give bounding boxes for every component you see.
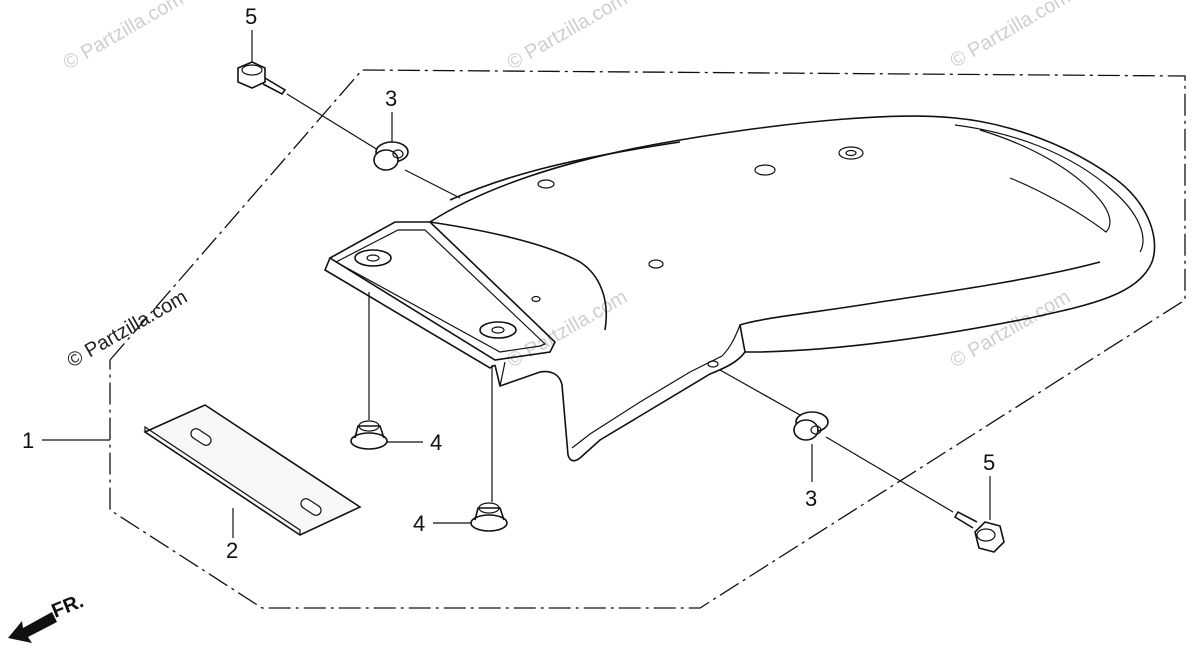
callout-2: 2 [226,538,238,563]
grommet-right [793,411,829,441]
callout-3-right: 3 [805,486,817,511]
leader-line-grommet-top [404,169,461,199]
callout-5-top: 5 [245,4,257,29]
callout-5-right: 5 [983,450,995,475]
leader-line-grommet-right [719,369,801,416]
rear-fender [323,115,1156,462]
watermark-center: © Partzilla.com [504,286,632,372]
front-label: FR. [49,590,87,622]
grommet-top [373,141,409,171]
callout-1: 1 [22,428,34,453]
front-direction-indicator: FR. [8,590,87,643]
watermark-top-left: © Partzilla.com [60,0,188,74]
watermark-top-center: © Partzilla.com [504,0,632,74]
callout-4-center: 4 [430,430,442,455]
leader-line-bolt-top [286,93,379,151]
leader-line-bolt-right [825,436,954,513]
watermark-left: © Partzilla.com [64,286,192,372]
callout-3-top: 3 [385,86,397,111]
callout-4-bottom: 4 [413,511,425,536]
front-arrow-icon [8,612,57,643]
bolt-right [953,510,1005,553]
assembly-boundary [109,69,1186,609]
watermark-right-mid: © Partzilla.com [947,286,1075,372]
rubber-pad [143,404,362,536]
watermark-top-right: © Partzilla.com [947,0,1075,72]
bolt-top [237,61,287,96]
nut-bottom [470,502,508,532]
nut-center [350,420,388,450]
